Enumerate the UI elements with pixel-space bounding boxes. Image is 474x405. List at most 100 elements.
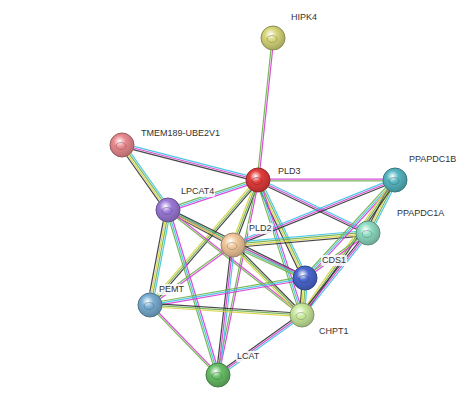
evidence-line [300, 290, 301, 303]
node-circle [245, 167, 271, 193]
evidence-line [151, 222, 165, 293]
evidence-line [128, 155, 160, 200]
evidence-line [245, 248, 295, 271]
evidence-line [134, 146, 247, 175]
node-circle [220, 232, 246, 258]
evidence-line [310, 242, 361, 305]
evidence-line [229, 323, 293, 369]
node-circle [109, 132, 135, 158]
evidence-line [306, 290, 307, 303]
protein-label: PLD2 [248, 223, 273, 234]
node-circle [137, 292, 163, 318]
evidence-line [133, 150, 246, 179]
evidence-line [260, 50, 272, 168]
interaction-edge [307, 189, 389, 306]
node-ball [246, 168, 270, 192]
node-ball [261, 26, 285, 50]
structure-icon [144, 303, 154, 310]
structure-icon [296, 313, 306, 320]
protein-node: PLD2 [220, 232, 246, 258]
evidence-line [258, 50, 270, 168]
protein-node: CHPT1 [289, 302, 315, 328]
interaction-edge [162, 304, 290, 316]
protein-node: PPAPDC1B [382, 167, 408, 193]
node-circle [260, 25, 286, 51]
node-circle [382, 167, 408, 193]
evidence-line [311, 243, 362, 306]
interaction-edge [150, 221, 169, 293]
interaction-edge [300, 290, 306, 303]
evidence-line [179, 182, 246, 204]
structure-icon [267, 36, 277, 43]
interaction-edge [127, 153, 163, 201]
structure-icon [212, 373, 222, 380]
evidence-line [310, 191, 389, 306]
evidence-line [269, 185, 357, 228]
protein-node: PLD3 [245, 167, 271, 193]
evidence-line [243, 252, 295, 305]
node-circle [205, 362, 231, 388]
interaction-edge [133, 146, 247, 178]
node-ball [206, 363, 230, 387]
evidence-line [150, 221, 164, 292]
interaction-edge [157, 188, 252, 297]
evidence-line [221, 192, 256, 363]
node-ball [110, 133, 134, 157]
evidence-line [270, 180, 383, 181]
structure-icon [389, 178, 399, 185]
interaction-edge [270, 179, 383, 181]
evidence-line [162, 306, 290, 314]
node-circle [155, 197, 181, 223]
structure-icon [362, 231, 372, 238]
evidence-line [270, 184, 358, 227]
evidence-line [314, 239, 357, 270]
interaction-edge [158, 313, 210, 367]
interaction-edge [260, 191, 300, 304]
node-ball [138, 293, 162, 317]
node-circle [289, 302, 315, 328]
structure-icon [162, 208, 172, 215]
protein-label: HIPK4 [290, 12, 318, 23]
evidence-line [220, 192, 255, 363]
evidence-line [228, 322, 292, 368]
evidence-line [177, 218, 292, 308]
protein-label: TMEM189-UBE2V1 [140, 128, 221, 139]
evidence-line [304, 290, 305, 303]
protein-label: PPAPDC1A [396, 208, 445, 219]
evidence-line [159, 313, 210, 366]
protein-node: HIPK4 [260, 25, 286, 51]
node-circle [292, 265, 318, 291]
interaction-edge [227, 321, 293, 370]
evidence-line [130, 154, 162, 199]
evidence-line [178, 217, 222, 241]
evidence-line [313, 189, 387, 269]
protein-node: PPAPDC1A [355, 220, 381, 246]
protein-node: LPCAT4 [155, 197, 181, 223]
evidence-line [162, 307, 290, 315]
evidence-line [153, 222, 167, 293]
evidence-line [131, 153, 163, 198]
evidence-line [227, 321, 291, 367]
evidence-line [270, 179, 383, 180]
protein-node: PEMT [137, 292, 163, 318]
node-ball [383, 168, 407, 192]
protein-label: LPCAT4 [180, 186, 215, 197]
interaction-edge [258, 50, 272, 168]
protein-node: LCAT [205, 362, 231, 388]
node-ball [156, 198, 180, 222]
protein-label: CDS1 [321, 255, 347, 266]
evidence-line [134, 148, 247, 177]
evidence-line [127, 156, 159, 201]
node-ball [290, 303, 314, 327]
node-circle [355, 220, 381, 246]
interaction-edge [220, 192, 257, 364]
protein-node: CDS1 [292, 265, 318, 291]
protein-label: LCAT [236, 351, 260, 362]
evidence-line [158, 314, 209, 367]
evidence-line [157, 188, 249, 295]
protein-label: PPAPDC1B [408, 154, 457, 165]
node-ball [293, 266, 317, 290]
protein-label: CHPT1 [318, 326, 350, 337]
